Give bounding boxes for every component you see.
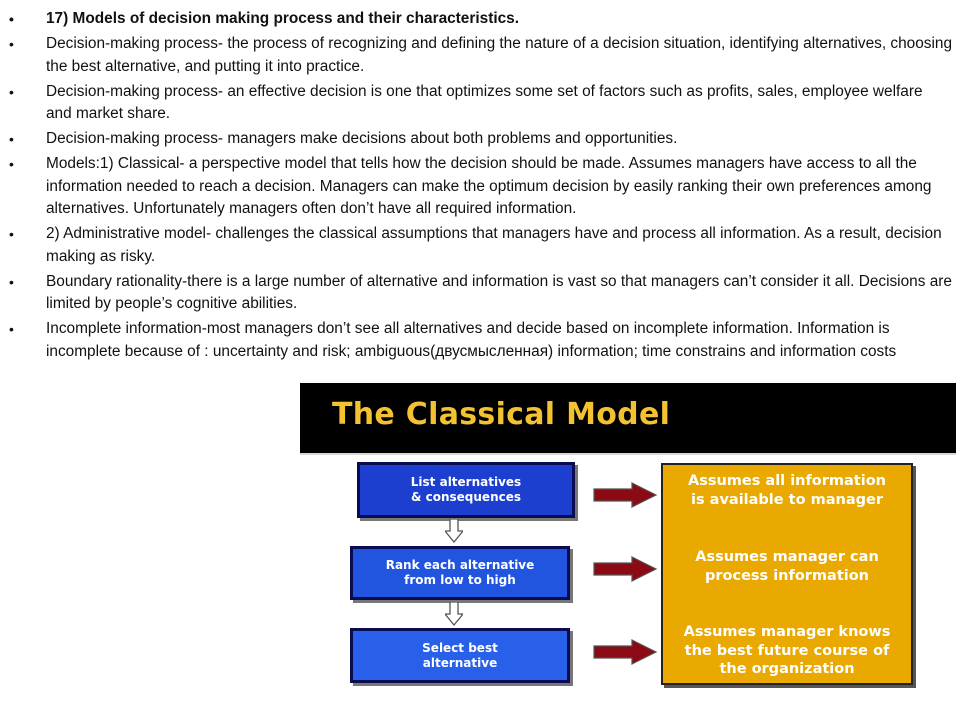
- bullet-item: • Incomplete information-most managers d…: [0, 318, 960, 363]
- diagram-title-bar: The Classical Model: [300, 383, 956, 453]
- bullet-item: • 2) Administrative model- challenges th…: [0, 223, 960, 268]
- bullet-text: Boundary rationality-there is a large nu…: [46, 272, 952, 313]
- bullet-marker: •: [9, 36, 14, 52]
- bullet-text: 17) Models of decision making process an…: [46, 10, 519, 27]
- bullet-marker: •: [9, 83, 14, 100]
- bullet-item: • Boundary rationality-there is a large …: [0, 271, 960, 316]
- step-list-alternatives: List alternatives& consequences: [357, 462, 575, 518]
- title-divider: [300, 453, 956, 455]
- bullet-text: 2) Administrative model- challenges the …: [46, 225, 942, 265]
- bullet-marker: •: [9, 156, 14, 172]
- bullet-text: Incomplete information-most managers don…: [46, 320, 897, 360]
- bullet-text: Decision-making process- an effective de…: [46, 82, 923, 123]
- bullet-item: • Decision-making process- an effective …: [0, 81, 960, 126]
- bullet-text: Decision-making process- the process of …: [46, 35, 953, 75]
- bullet-item: • Decision-making process- the process o…: [0, 33, 960, 78]
- bullet-item: • Decision-making process- managers make…: [0, 128, 960, 151]
- bullet-marker: •: [9, 131, 14, 147]
- diagram-title: The Classical Model: [332, 397, 671, 432]
- step-label: List alternatives& consequences: [410, 475, 522, 504]
- right-arrow-icon: [593, 556, 658, 582]
- down-arrow-icon: [445, 602, 463, 626]
- bullet-marker: •: [9, 273, 14, 290]
- bullet-text: Decision-making process- managers make d…: [46, 130, 678, 147]
- down-arrow-icon: [445, 519, 463, 543]
- classical-model-diagram: The Classical Model List alternatives& c…: [300, 383, 956, 700]
- bullet-marker: •: [9, 226, 14, 242]
- bullet-marker: •: [9, 321, 14, 337]
- bullet-heading: • 17) Models of decision making process …: [0, 8, 960, 31]
- bullet-marker: •: [9, 11, 14, 27]
- bullet-text: Models:1) Classical- a perspective model…: [46, 155, 932, 217]
- right-arrow-icon: [593, 482, 658, 508]
- right-arrow-icon: [593, 639, 658, 665]
- bullet-item: • Models:1) Classical- a perspective mod…: [0, 153, 960, 221]
- bullet-list: • 17) Models of decision making process …: [0, 8, 960, 366]
